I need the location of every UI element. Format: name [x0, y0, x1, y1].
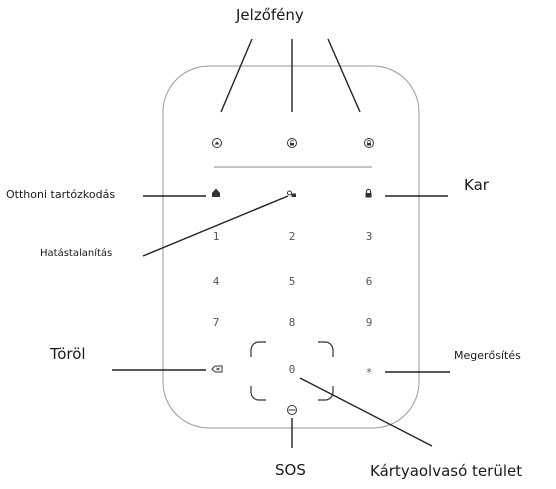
card-reader-frame — [250, 341, 334, 401]
key-confirm-star[interactable]: * — [366, 366, 373, 379]
card-reader-leader — [299, 377, 433, 447]
backspace-icon[interactable] — [211, 365, 223, 373]
indicator-led-lock — [364, 138, 374, 148]
key-6[interactable]: 6 — [366, 275, 373, 288]
home-stay-label: Otthoni tartózkodás — [6, 188, 116, 201]
key-1[interactable]: 1 — [213, 230, 220, 243]
key-3[interactable]: 3 — [366, 230, 373, 243]
key-2[interactable]: 2 — [289, 230, 296, 243]
key-9[interactable]: 9 — [366, 316, 373, 329]
key-8[interactable]: 8 — [289, 316, 296, 329]
disarm-label: Hatástalanítás — [40, 248, 113, 259]
key-0[interactable]: 0 — [289, 363, 296, 376]
indicator-leader-left — [220, 38, 253, 113]
key-5[interactable]: 5 — [289, 275, 296, 288]
home-icon[interactable] — [212, 188, 220, 198]
lock-icon[interactable] — [365, 188, 372, 198]
confirm-label: Megerősítés — [454, 349, 521, 362]
unlock-icon[interactable] — [287, 190, 297, 197]
delete-label: Töröl — [50, 345, 86, 363]
indicator-leader-right — [327, 38, 361, 113]
key-7[interactable]: 7 — [213, 316, 220, 329]
disarm-leader — [142, 195, 289, 257]
indicator-led-home — [212, 138, 222, 148]
sos-icon[interactable] — [287, 405, 297, 415]
indicator-label: Jelzőfény — [236, 6, 304, 24]
sos-label: SOS — [275, 461, 306, 479]
key-4[interactable]: 4 — [213, 275, 220, 288]
indicator-led-unlock — [287, 138, 297, 148]
card-reader-area-label: Kártyaolvasó terület — [370, 462, 523, 480]
arm-label: Kar — [464, 176, 489, 194]
